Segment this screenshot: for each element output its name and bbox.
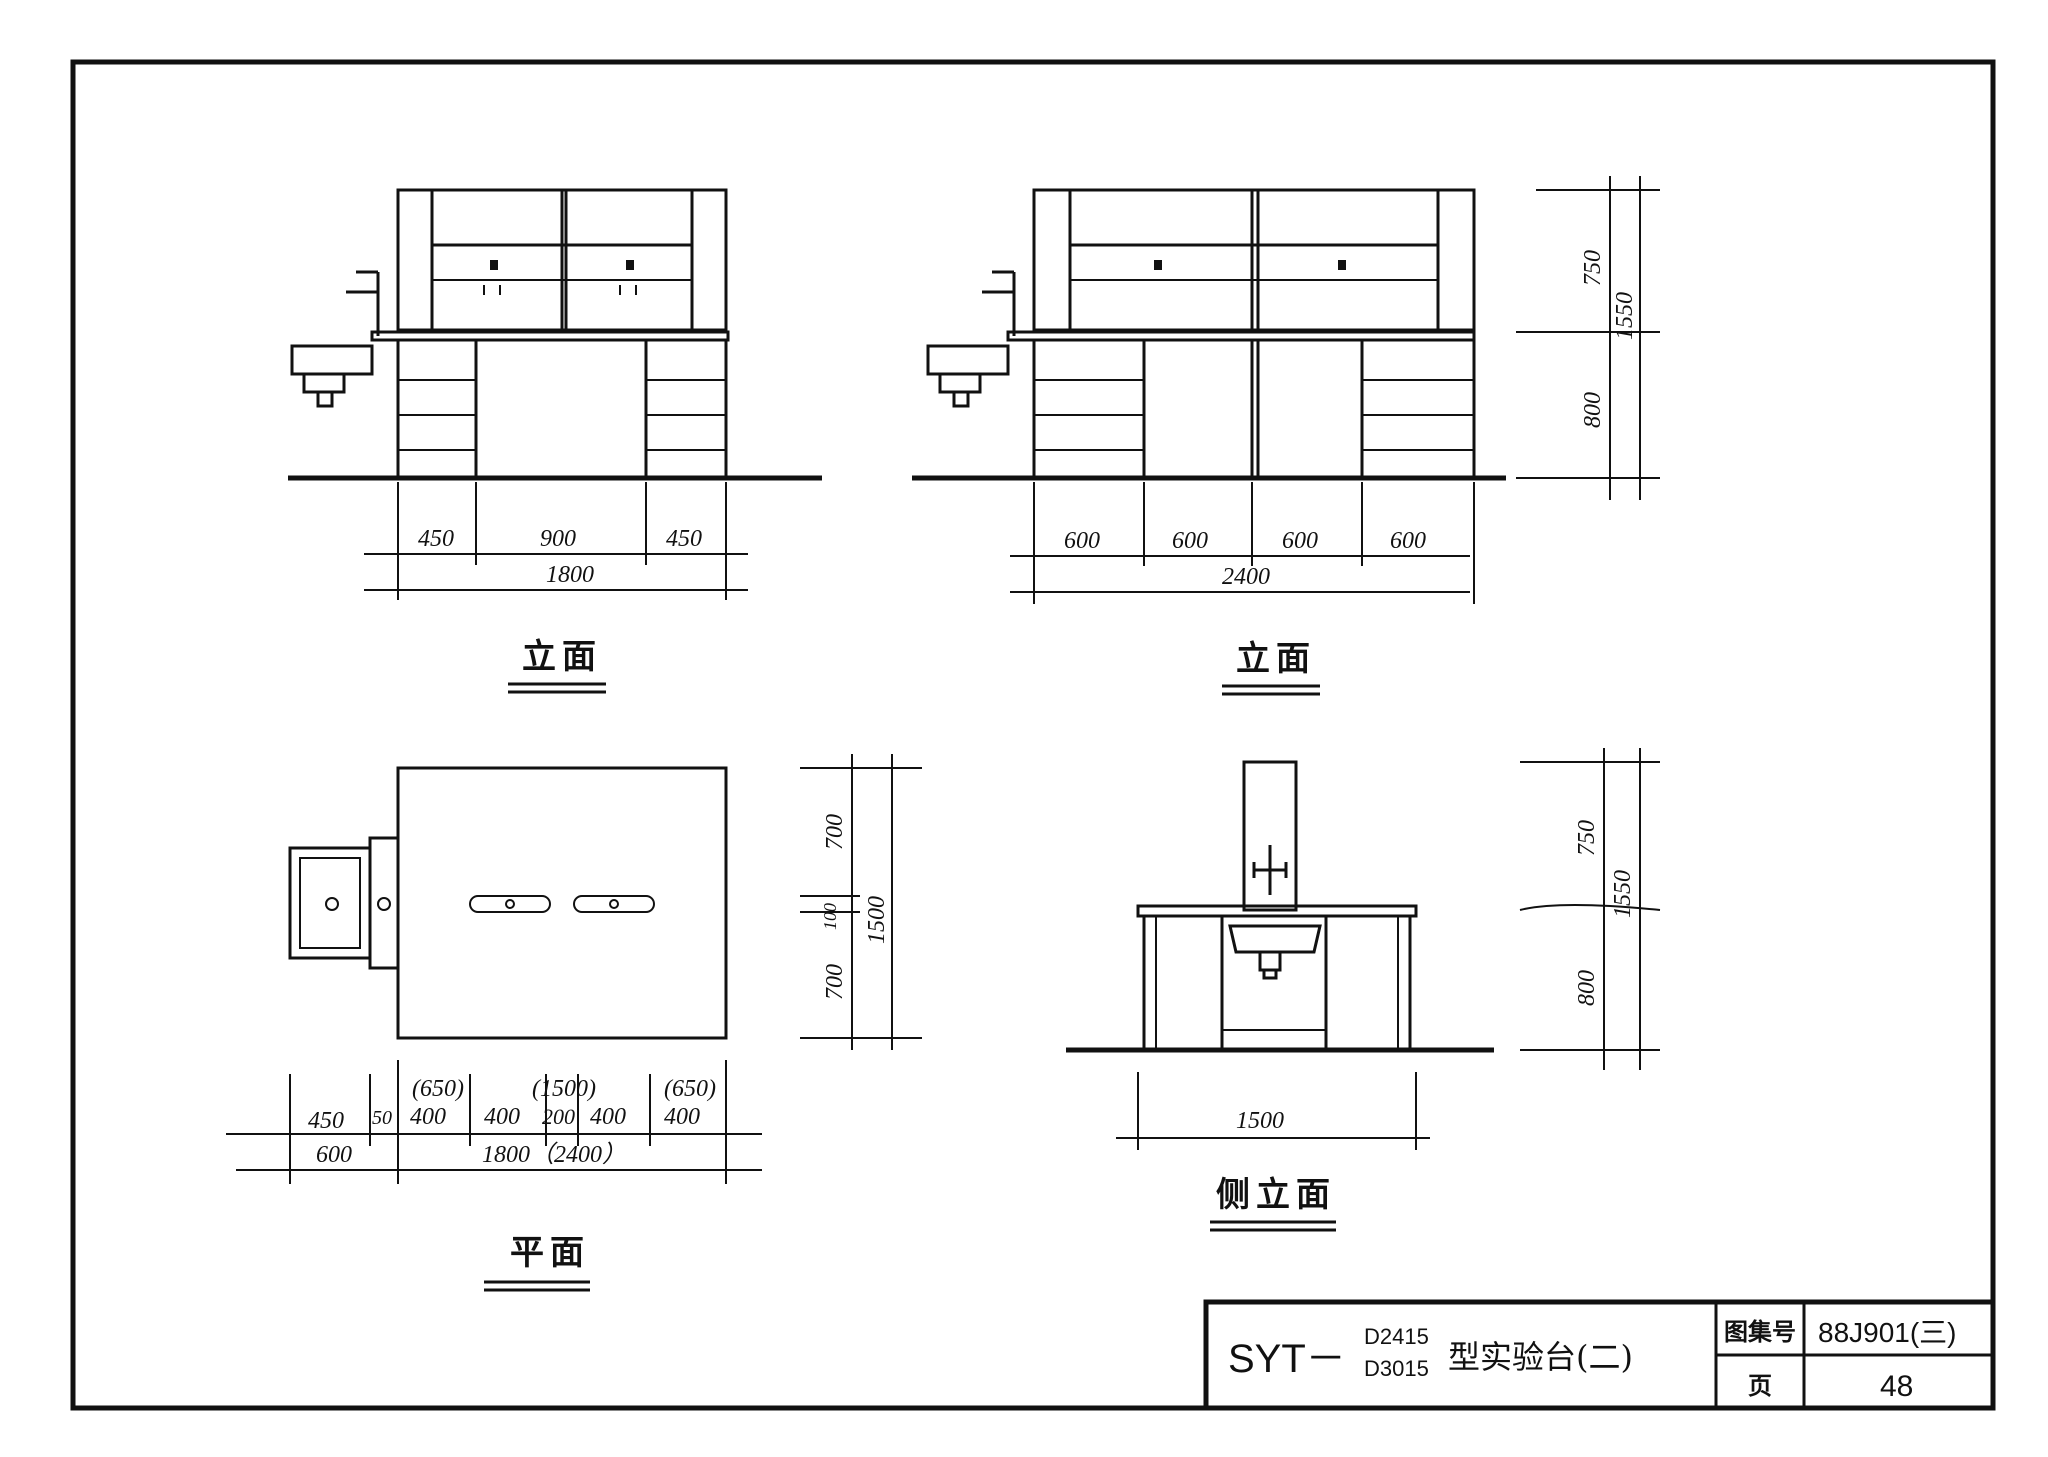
title-block [1203,1299,1996,1411]
page-label: 页 [1748,1371,1772,1400]
dim-plan-dtotal: 1500 [864,896,890,944]
dim-fe2-h1: 750 [1580,250,1606,286]
dim-plan-seg3: 400 [410,1104,446,1130]
side-elevation [1066,748,1661,1150]
dim-plan-seg1: 450 [308,1108,344,1134]
model-top: D2415 [1364,1324,1429,1349]
title-underline-1 [508,682,606,694]
model-bottom: D3015 [1364,1356,1429,1381]
dim-plan-note1: (650) [412,1076,464,1102]
atlas-number: 88J901(三) [1818,1317,1957,1348]
dim-plan-seg6: 400 [590,1104,626,1130]
dim-fe2-seg1: 600 [1064,528,1100,554]
front-elevation-2400-title: 立面 [1236,639,1316,679]
dim-fe1-seg1: 450 [418,526,454,552]
dim-fe1-seg2: 900 [540,526,576,552]
atlas-label: 图集号 [1724,1317,1796,1346]
dim-plan-bottom2: 1800（2400） [482,1141,626,1168]
dim-side-h2: 800 [1574,970,1600,1006]
dim-plan-seg7: 400 [664,1104,700,1130]
title-underline-3 [484,1280,590,1292]
front-elevation-2400 [912,176,1660,604]
drawing-name: 型实验台(二) [1448,1338,1633,1376]
dim-fe2-seg3: 600 [1282,528,1318,554]
sheet-border [70,59,1996,1411]
page-number: 48 [1880,1370,1913,1403]
front-elevation-1800-title: 立面 [522,637,602,677]
dim-plan-seg5: 200 [542,1104,575,1129]
dim-plan-seg2: 50 [372,1107,392,1129]
dim-plan-note2: (1500) [532,1076,596,1102]
dim-side-width: 1500 [1236,1108,1284,1134]
dim-plan-bottom1: 600 [316,1142,352,1168]
side-elevation-title: 侧立面 [1216,1175,1336,1215]
model-prefix: SYT－ [1228,1337,1346,1381]
dim-fe1-seg3: 450 [666,526,702,552]
dim-fe2-h2: 800 [1580,392,1606,428]
plan-view [226,754,922,1184]
dim-plan-d3: 700 [822,964,848,1000]
dim-side-htotal: 1550 [1610,870,1636,918]
dim-plan-d1: 700 [822,814,848,850]
dim-fe1-total: 1800 [546,562,594,588]
dim-fe2-htotal: 1550 [1612,292,1638,340]
dim-plan-d2: 100 [820,903,840,930]
dim-side-h1: 750 [1574,820,1600,856]
dim-fe2-seg4: 600 [1390,528,1426,554]
dim-fe2-seg2: 600 [1172,528,1208,554]
plan-title: 平面 [510,1233,590,1273]
dim-plan-seg4: 400 [484,1104,520,1130]
dim-fe2-total: 2400 [1222,564,1270,590]
dim-plan-note3: (650) [664,1076,716,1102]
title-underline-4 [1210,1220,1336,1232]
title-underline-2 [1222,684,1320,696]
front-elevation-1800 [288,188,822,600]
